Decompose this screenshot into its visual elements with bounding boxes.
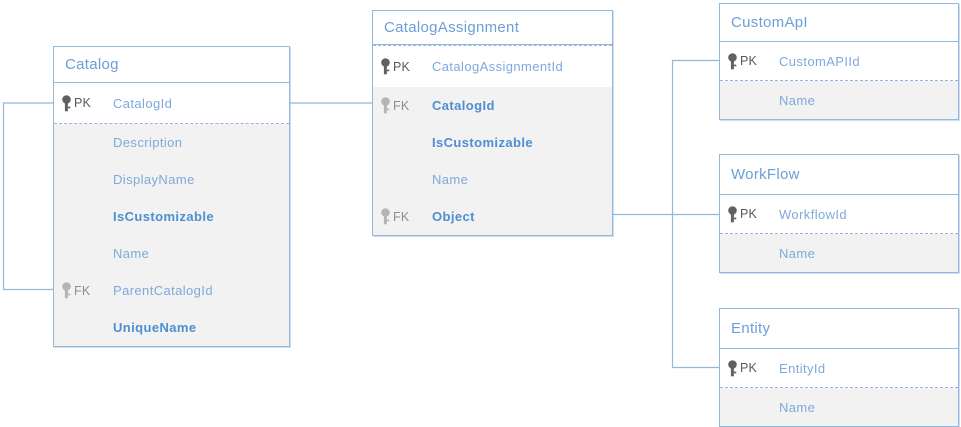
field-name: Name bbox=[432, 172, 469, 187]
key-cell: FK bbox=[380, 97, 409, 114]
key-label: PK bbox=[393, 59, 411, 74]
table-title[interactable]: CatalogAssignment bbox=[373, 11, 612, 45]
field-name: Name bbox=[779, 399, 816, 415]
table-title[interactable]: CustomApI bbox=[720, 4, 958, 42]
field-name: IsCustomizable bbox=[432, 135, 533, 150]
key-separator bbox=[720, 233, 958, 234]
key-separator bbox=[373, 45, 612, 46]
field-name: EntityId bbox=[779, 360, 826, 376]
key-label: FK bbox=[74, 283, 91, 298]
table-row[interactable]: Name bbox=[720, 388, 958, 426]
primary-key-icon bbox=[381, 58, 390, 75]
table-row[interactable]: PK EntityId bbox=[720, 349, 958, 387]
primary-key-icon bbox=[62, 94, 71, 111]
field-name: Name bbox=[779, 92, 816, 108]
field-name: IsCustomizable bbox=[113, 209, 214, 224]
table-row[interactable]: IsCustomizable bbox=[54, 198, 289, 235]
table-row[interactable]: Name bbox=[720, 81, 958, 119]
field-name: ParentCatalogId bbox=[113, 283, 213, 298]
field-section: Name bbox=[720, 234, 958, 272]
primary-key-icon bbox=[728, 359, 737, 376]
key-label: PK bbox=[740, 207, 758, 221]
key-label: FK bbox=[393, 98, 410, 113]
key-separator bbox=[54, 123, 289, 124]
relationship-catalogassignment-entity[interactable] bbox=[671, 214, 720, 369]
field-name: CatalogId bbox=[432, 98, 495, 113]
relationship-catalog-self[interactable] bbox=[2, 102, 54, 291]
key-cell: FK bbox=[380, 208, 409, 225]
field-name: Name bbox=[779, 245, 816, 261]
key-label: PK bbox=[74, 96, 92, 110]
field-name: Name bbox=[113, 246, 150, 261]
field-section: Name bbox=[720, 388, 958, 426]
field-section: Description DisplayName IsCustomizable N… bbox=[54, 124, 289, 346]
key-cell: PK bbox=[61, 94, 92, 112]
key-separator bbox=[720, 387, 958, 388]
key-label: PK bbox=[740, 361, 758, 375]
key-label: FK bbox=[393, 209, 410, 224]
field-name: UniqueName bbox=[113, 320, 197, 335]
table-title[interactable]: WorkFlow bbox=[720, 155, 958, 195]
table-row[interactable]: PK CustomAPIId bbox=[720, 42, 958, 80]
key-cell: PK bbox=[727, 205, 758, 223]
table-row[interactable]: Name bbox=[720, 234, 958, 272]
entity-table-entity[interactable]: Entity PK EntityId Name bbox=[719, 308, 959, 427]
key-cell: PK bbox=[727, 52, 758, 70]
field-name: CatalogId bbox=[113, 95, 173, 111]
table-title[interactable]: Catalog bbox=[54, 47, 289, 83]
table-row[interactable]: FK Object bbox=[373, 198, 612, 235]
table-title[interactable]: Entity bbox=[720, 309, 958, 349]
entity-table-customapi[interactable]: CustomApI PK CustomAPIId Name bbox=[719, 3, 959, 120]
table-row[interactable]: Name bbox=[373, 161, 612, 198]
table-row[interactable]: UniqueName bbox=[54, 309, 289, 346]
table-row[interactable]: IsCustomizable bbox=[373, 124, 612, 161]
foreign-key-icon bbox=[62, 282, 71, 299]
key-cell: PK bbox=[727, 359, 758, 377]
key-cell: PK bbox=[380, 58, 410, 75]
relationship-catalogassignment-customapi[interactable] bbox=[671, 59, 720, 215]
key-cell: FK bbox=[61, 282, 90, 299]
table-row[interactable]: FK ParentCatalogId bbox=[54, 272, 289, 309]
field-name: DisplayName bbox=[113, 172, 195, 187]
entity-table-catalog[interactable]: Catalog PK CatalogId Description Display… bbox=[53, 46, 290, 347]
field-name: CatalogAssignmentId bbox=[432, 59, 564, 74]
field-section: FK CatalogId IsCustomizable Name FK Obje… bbox=[373, 87, 612, 235]
table-row[interactable]: Description bbox=[54, 124, 289, 161]
field-name: WorkflowId bbox=[779, 206, 848, 222]
table-row[interactable]: FK CatalogId bbox=[373, 87, 612, 124]
field-name: Object bbox=[432, 209, 475, 224]
key-separator bbox=[720, 80, 958, 81]
field-name: Description bbox=[113, 135, 183, 150]
foreign-key-icon bbox=[381, 97, 390, 114]
entity-table-catalogassignment[interactable]: CatalogAssignment PK CatalogAssignmentId… bbox=[372, 10, 613, 236]
field-section: Name bbox=[720, 81, 958, 119]
key-label: PK bbox=[740, 54, 758, 68]
table-row[interactable]: DisplayName bbox=[54, 161, 289, 198]
table-row[interactable]: Name bbox=[54, 235, 289, 272]
field-name: CustomAPIId bbox=[779, 53, 860, 69]
entity-table-workflow[interactable]: WorkFlow PK WorkflowId Name bbox=[719, 154, 959, 273]
foreign-key-icon bbox=[381, 208, 390, 225]
table-row[interactable]: PK WorkflowId bbox=[720, 195, 958, 233]
table-row[interactable]: PK CatalogId bbox=[54, 83, 289, 123]
primary-key-icon bbox=[728, 52, 737, 69]
primary-key-icon bbox=[728, 205, 737, 222]
table-row[interactable]: PK CatalogAssignmentId bbox=[373, 46, 612, 87]
